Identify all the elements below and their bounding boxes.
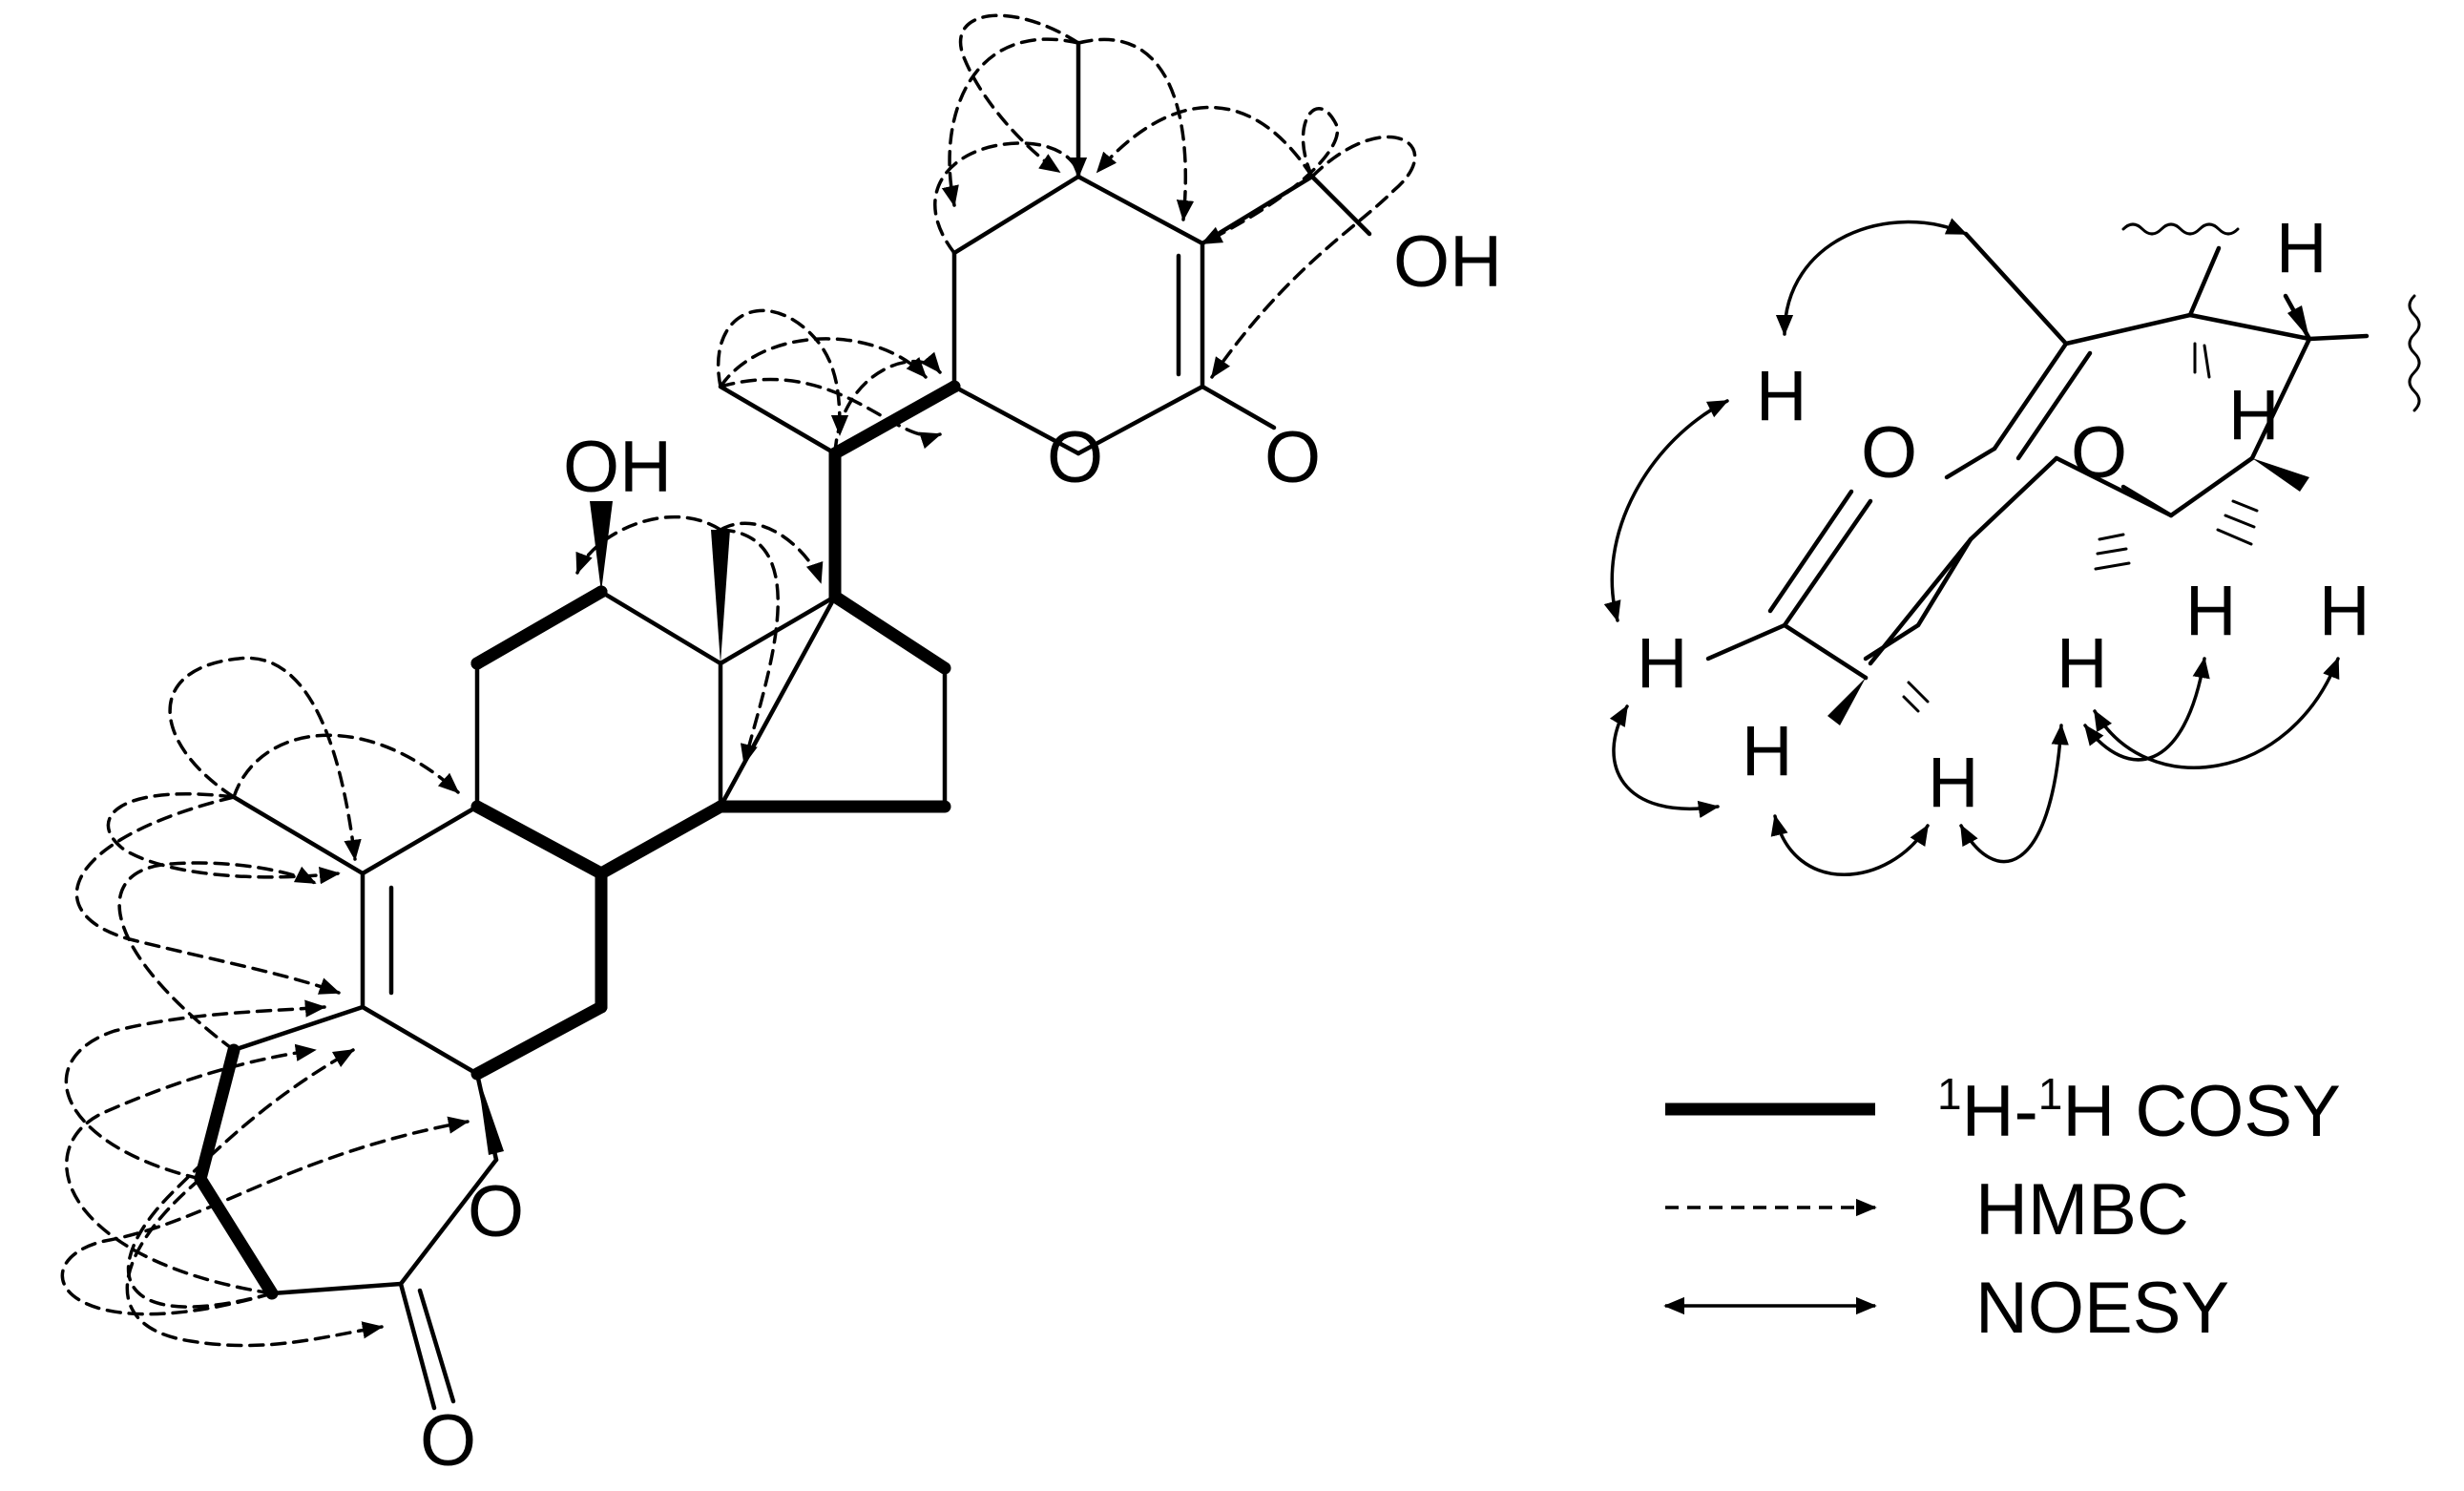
right-bonds <box>1705 231 2370 681</box>
h-label-1: H <box>2276 208 2327 287</box>
cosy-bonds <box>194 380 961 1300</box>
hmbc-arrows <box>60 13 1417 1348</box>
thin-bonds <box>198 40 1372 1411</box>
h-label-2: H <box>1756 356 1806 435</box>
legend-noesy-label: NOESY <box>1975 1268 2229 1349</box>
right-hashes <box>1902 342 2259 713</box>
h-label-4: H <box>1637 623 1687 703</box>
h-label-5: H <box>2185 571 2236 650</box>
oh-label-top: OH <box>1393 221 1502 303</box>
wavy-bonds <box>2121 222 2421 412</box>
o-label-pyranone-ring: O <box>1047 417 1103 498</box>
right-molecule <box>1603 218 2421 876</box>
o-label-lactone-carbonyl: O <box>420 1400 476 1481</box>
o-label-lactone-ring: O <box>468 1171 524 1252</box>
o-label-right-b: O <box>2071 412 2127 494</box>
o-label-right-a: O <box>1861 412 1917 494</box>
legend: 1H-1H COSY HMBC NOESY <box>1663 1069 2341 1349</box>
oh-label-mid: OH <box>563 427 672 508</box>
h-label-3: H <box>2228 375 2279 454</box>
legend-hmbc-label: HMBC <box>1975 1169 2189 1250</box>
right-atom-labels: O O H H H H H H H H H <box>1637 208 2370 822</box>
o-label-pyranone-carbonyl: O <box>1264 417 1321 498</box>
h-label-9: H <box>1928 743 1978 822</box>
h-label-6: H <box>2319 571 2370 650</box>
left-atom-labels: OH OH O O O O <box>420 221 1502 1481</box>
left-molecule <box>60 13 1417 1411</box>
h-label-7: H <box>2057 623 2107 703</box>
legend-cosy-label: 1H-1H COSY <box>1937 1069 2341 1152</box>
right-wedges <box>1827 305 2309 725</box>
h-label-8: H <box>1742 711 1792 790</box>
wedge-bonds <box>477 501 730 1155</box>
noesy-arrows <box>1603 218 2340 876</box>
